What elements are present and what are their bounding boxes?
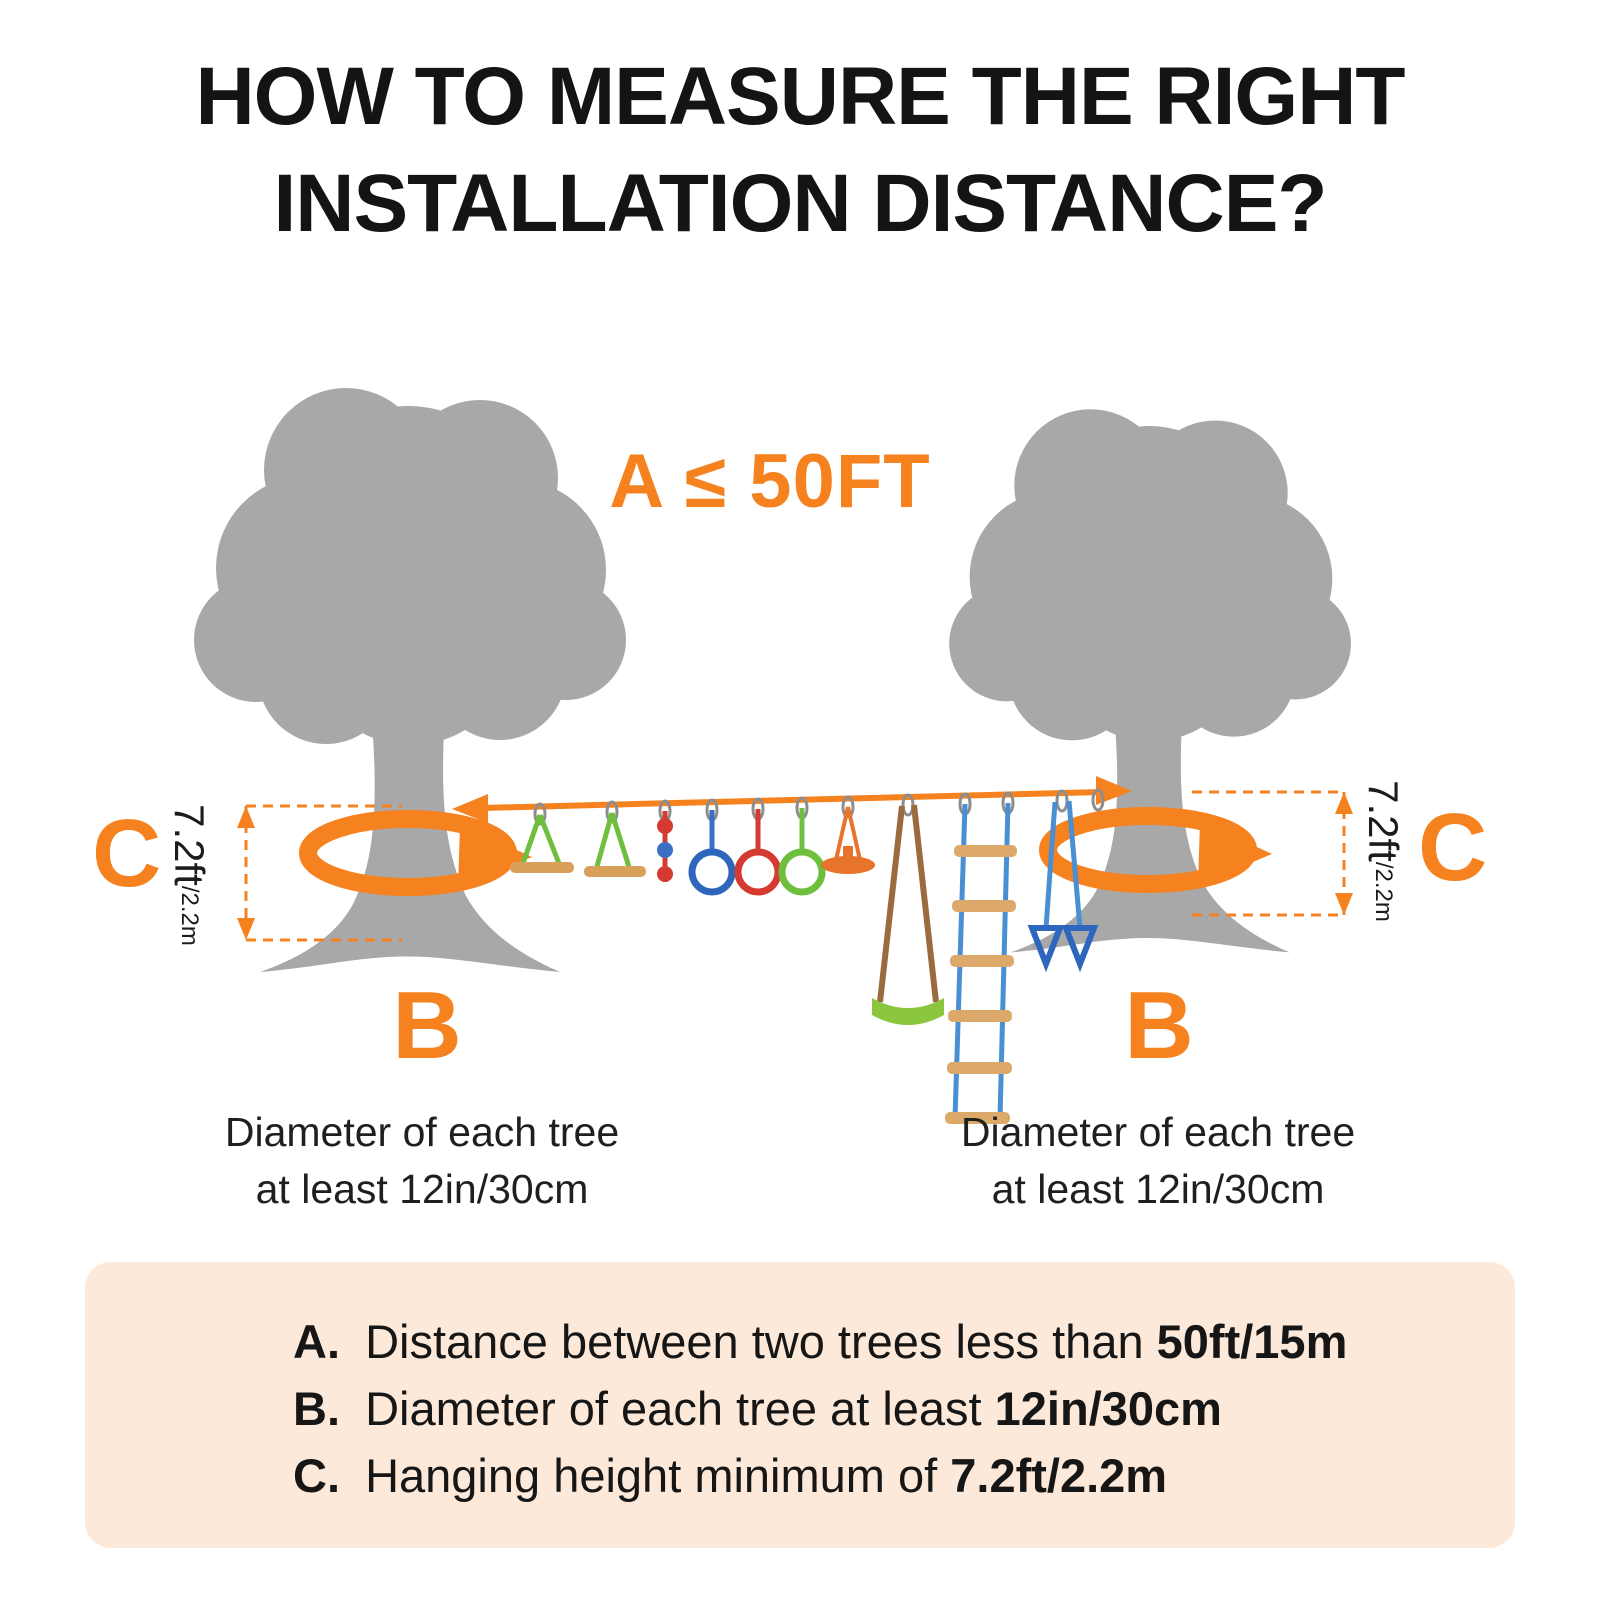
c-label-left: C	[92, 800, 162, 907]
tree-diameter-caption-right: Diameter of each tree at least 12in/30cm	[898, 1104, 1418, 1219]
page-title: HOW TO MEASURE THE RIGHT INSTALLATION DI…	[0, 44, 1600, 257]
trapeze-bar-1	[510, 814, 574, 873]
right-tree-silhouette	[949, 409, 1351, 953]
obstacle-course	[510, 788, 1105, 1124]
b-label-left: B	[392, 972, 462, 1079]
trapeze-bar-2	[584, 812, 646, 877]
info-line-c-value: 7.2ft/2.2m	[950, 1449, 1168, 1503]
info-line-a-text: Distance between two trees less than	[365, 1315, 1144, 1368]
height-unit-left: /2.2m	[176, 885, 203, 946]
swing-seat	[872, 804, 944, 1025]
distance-arrow	[452, 776, 1132, 823]
info-line-a-value: 50ft/15m	[1156, 1315, 1348, 1368]
height-measure-left-arrows	[237, 806, 255, 940]
c-label-right: C	[1418, 794, 1488, 901]
info-box: A. Distance between two trees less than …	[85, 1262, 1515, 1548]
height-value-right: 7.2ft	[1360, 780, 1407, 862]
height-measure-left	[244, 804, 402, 942]
info-line-c-text: Hanging height minimum of	[365, 1449, 938, 1503]
page-title-line1: HOW TO MEASURE THE RIGHT	[195, 51, 1405, 142]
rope-ladder	[945, 802, 1017, 1124]
strap-wrap-arrow-left	[299, 810, 532, 896]
info-line-a: A. Distance between two trees less than …	[293, 1308, 1475, 1375]
caption-right-line2: at least 12in/30cm	[991, 1166, 1325, 1213]
info-line-a-label: A.	[293, 1315, 340, 1368]
distance-a-label: A ≤ 50FT	[609, 439, 931, 524]
height-measure-right-arrows	[1335, 792, 1353, 915]
strap-wrap-arrow-right	[1039, 807, 1272, 893]
info-line-b: B. Diameter of each tree at least 12in/3…	[293, 1375, 1475, 1442]
page-title-line2: INSTALLATION DISTANCE?	[273, 157, 1327, 249]
delta-rings	[1027, 800, 1099, 973]
info-line-b-value: 12in/30cm	[994, 1382, 1222, 1436]
caption-left-line2: at least 12in/30cm	[255, 1166, 589, 1213]
height-label-left: 7.2ft/2.2m	[144, 790, 234, 960]
tree-diameter-caption-left: Diameter of each tree at least 12in/30cm	[162, 1104, 682, 1219]
info-line-b-text: Diameter of each tree at least	[365, 1382, 982, 1436]
height-label-right: 7.2ft/2.2m	[1338, 766, 1428, 936]
height-unit-right: /2.2m	[1370, 861, 1397, 922]
info-line-c: C. Hanging height minimum of 7.2ft/2.2m	[293, 1442, 1475, 1509]
caption-right-line1: Diameter of each tree	[960, 1109, 1356, 1155]
gym-ring-red	[734, 809, 782, 896]
knotted-rope	[657, 811, 673, 882]
disc-swing	[821, 806, 875, 874]
gym-ring-green	[778, 808, 826, 896]
caption-left-line1: Diameter of each tree	[224, 1109, 620, 1155]
b-label-right: B	[1124, 972, 1194, 1079]
info-line-b-label: B.	[293, 1382, 340, 1436]
height-value-left: 7.2ft	[166, 804, 213, 886]
info-line-c-label: C.	[293, 1449, 340, 1503]
gym-ring-blue	[688, 810, 736, 896]
